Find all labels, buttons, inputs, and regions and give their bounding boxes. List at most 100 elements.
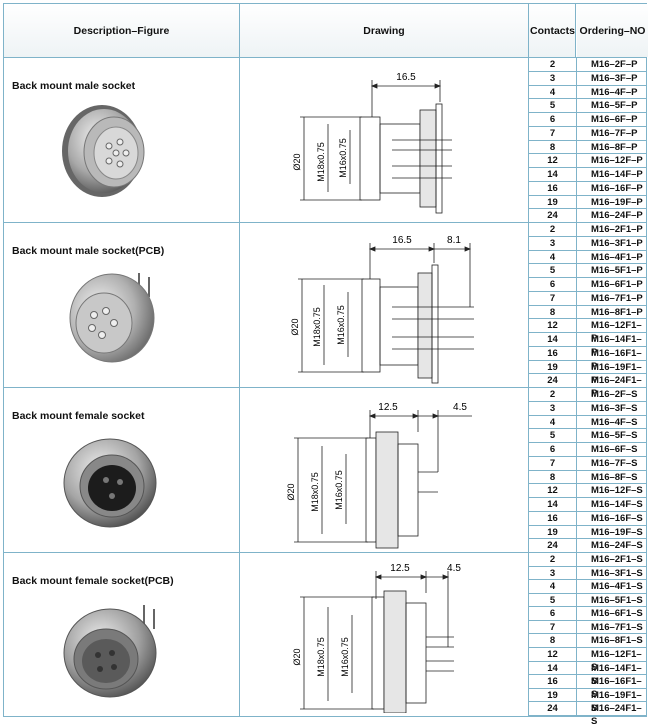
ordering-cell: M16–4F1–P bbox=[576, 250, 647, 264]
ordering-cell: M16–3F–P bbox=[576, 71, 647, 85]
ordering-cell: M16–5F1–S bbox=[576, 593, 647, 607]
header-ordering-label: Ordering–NO bbox=[579, 24, 646, 37]
contacts-cell: 3 bbox=[549, 72, 556, 84]
contacts-cell: 5 bbox=[549, 430, 556, 442]
ordering-cell: M16–12F1–P bbox=[576, 319, 647, 344]
section-male-socket-pcb: Back mount male socket(PCB) 16.5 bbox=[4, 223, 529, 388]
contacts-cell: 12 bbox=[547, 649, 558, 661]
dimension-thread-inner: M16x0.75 bbox=[338, 138, 348, 178]
contacts-cell: 6 bbox=[549, 279, 556, 290]
ordering-cell: M16–5F–S bbox=[576, 429, 647, 442]
table-row: 12 M16–12F1–P bbox=[529, 319, 647, 344]
ordering-cell: M16–16F–S bbox=[576, 511, 647, 525]
contacts-cell: 8 bbox=[549, 471, 556, 483]
ordering-cell: M16–24F1–P bbox=[576, 374, 647, 399]
contacts-cell: 7 bbox=[549, 292, 556, 304]
contacts-cell: 7 bbox=[549, 127, 556, 139]
ordering-cell: M16–2F–P bbox=[576, 58, 647, 71]
ordering-cell: M16–12F–P bbox=[576, 154, 647, 167]
contacts-cell: 19 bbox=[547, 689, 558, 701]
contacts-cell: 14 bbox=[547, 334, 558, 345]
contacts-cell: 5 bbox=[549, 265, 556, 277]
ordering-cell: M16–19F–P bbox=[576, 195, 647, 209]
section-description: Back mount male socket bbox=[12, 80, 136, 92]
technical-drawing: 12.5 4.5 Ø20 M18x0.75 M16x0.75 bbox=[286, 402, 472, 549]
dimension-thread-outer: M18x0.75 bbox=[316, 142, 326, 182]
table-row: 5 M16–5F1–S bbox=[529, 593, 647, 608]
contacts-cell: 7 bbox=[549, 457, 556, 469]
contacts-cell: 16 bbox=[547, 182, 558, 194]
contacts-cell: 3 bbox=[549, 402, 556, 414]
ordering-cell: M16–8F–S bbox=[576, 470, 647, 484]
contacts-cell: 24 bbox=[547, 540, 558, 552]
contacts-cell: 4 bbox=[549, 581, 556, 593]
dimension-thread-inner: M16x0.75 bbox=[340, 637, 350, 677]
dimension-diameter: Ø20 bbox=[286, 483, 296, 500]
dimension-thread-inner: M16x0.75 bbox=[336, 305, 346, 345]
header-ordering: Ordering–NO bbox=[577, 4, 648, 57]
dimension-pin: 4.5 bbox=[453, 402, 467, 413]
dimension-length: 12.5 bbox=[390, 563, 410, 574]
connector-photo bbox=[63, 605, 157, 698]
section-description: Back mount male socket(PCB) bbox=[12, 245, 165, 257]
contacts-cell: 14 bbox=[547, 499, 558, 510]
ordering-cell: M16–2F1–S bbox=[576, 553, 647, 566]
header-contacts: Contacts bbox=[529, 4, 576, 57]
dimension-length: 12.5 bbox=[378, 402, 398, 413]
connector-photo bbox=[69, 273, 155, 363]
contacts-cell: 24 bbox=[547, 703, 558, 715]
dimension-pin: 8.1 bbox=[447, 235, 461, 246]
ordering-cell: M16–14F1–S bbox=[576, 661, 647, 687]
contacts-cell: 14 bbox=[547, 169, 558, 180]
contacts-cell: 16 bbox=[547, 676, 558, 688]
contacts-cell: 2 bbox=[549, 224, 556, 235]
ordering-cell: M16–8F1–S bbox=[576, 634, 647, 648]
ordering-cell: M16–19F1–P bbox=[576, 360, 647, 386]
section-male-socket: Back mount male socket 16.5 bbox=[4, 58, 529, 223]
ordering-cell: M16–24F–S bbox=[576, 539, 647, 552]
contacts-cell: 19 bbox=[547, 526, 558, 538]
technical-drawing: 12.5 4.5 Ø20 M18x0.75 M16x0.75 bbox=[292, 563, 461, 713]
technical-drawing: 16.5 Ø20 M18x0.75 M16x0.75 bbox=[292, 72, 452, 214]
table-row: 5 M16–5F–S bbox=[529, 429, 647, 443]
ordering-cell: M16–7F1–S bbox=[576, 620, 647, 634]
contacts-cell: 3 bbox=[549, 567, 556, 579]
ordering-cell: M16–4F–S bbox=[576, 415, 647, 429]
section-description: Back mount female socket bbox=[12, 410, 145, 422]
dimension-diameter: Ø20 bbox=[290, 318, 300, 335]
ordering-cell: M16–2F1–P bbox=[576, 223, 647, 236]
column-divider bbox=[528, 4, 529, 716]
dimension-thread-outer: M18x0.75 bbox=[316, 637, 326, 677]
contacts-cell: 16 bbox=[547, 512, 558, 524]
table-row: 16 M16–16F–S bbox=[529, 511, 647, 526]
ordering-cell: M16–8F–P bbox=[576, 140, 647, 154]
ordering-cell: M16–19F1–S bbox=[576, 688, 647, 714]
contacts-cell: 8 bbox=[549, 141, 556, 153]
table-row: 8 M16–8F–S bbox=[529, 470, 647, 485]
contacts-cell: 12 bbox=[547, 320, 558, 332]
table-row: 24 M16–24F–S bbox=[529, 539, 647, 553]
contacts-cell: 5 bbox=[549, 594, 556, 606]
ordering-cell: M16–7F–S bbox=[576, 456, 647, 470]
dimension-thread-outer: M18x0.75 bbox=[312, 307, 322, 347]
